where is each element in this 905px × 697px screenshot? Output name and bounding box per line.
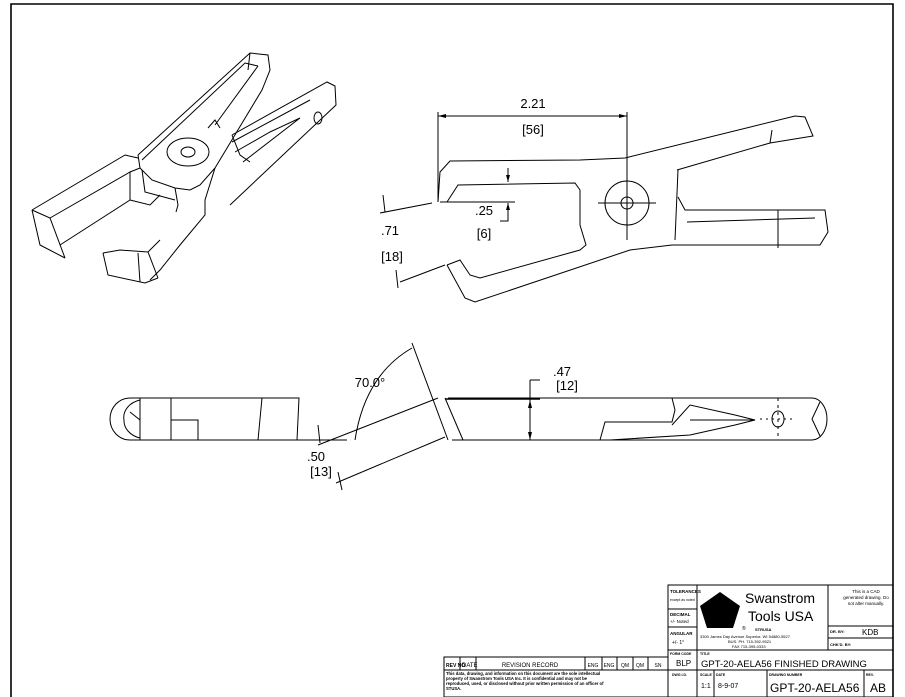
- decimal-value: +/- Noted: [670, 619, 689, 624]
- pivot-inner: [180, 146, 196, 158]
- drawing-number-label: DRAWING NUMBER: [769, 673, 803, 677]
- rev-header-date: DATE: [462, 663, 478, 669]
- decimal-label: DECIMAL: [670, 612, 691, 617]
- drawing-title: GPT-20-AELA56 FINISHED DRAWING: [701, 659, 867, 670]
- rev-label: REV.: [866, 673, 874, 677]
- tolerances-note: except as noted: [670, 598, 695, 602]
- rev-header-rev-no: REV NO: [446, 663, 465, 669]
- dim-opening-in: .71: [381, 223, 399, 238]
- rev-header-qm1: QM: [621, 663, 629, 669]
- company-name-line1: Swanstrom: [745, 590, 815, 606]
- tolerances-label: TOLERANCES: [670, 589, 701, 594]
- drawn-by: KDB: [862, 628, 878, 637]
- dim-length-in: 2.21: [520, 96, 545, 111]
- checked-by-label: CHK'D. BY:: [830, 642, 851, 647]
- dim-blade-mm: [13]: [310, 464, 332, 479]
- dwg-id-label: DWG I.D.: [672, 673, 687, 677]
- front-view: [109, 342, 828, 491]
- cad-note: This is a CAD generated drawing. Do not …: [843, 589, 889, 606]
- date-label: DATE: [716, 673, 726, 677]
- address: 3300 James Day Avenue Superior, WI 54880…: [700, 634, 791, 639]
- registered-mark: ®: [742, 625, 746, 632]
- scale-label: SCALE: [700, 673, 713, 677]
- fax: FAX 715-395-0333: [732, 644, 766, 649]
- dim-thickness-in: .47: [553, 364, 571, 379]
- drawn-by-label: DR. BY:: [830, 629, 845, 634]
- rev-header-qm2: QM: [636, 663, 644, 669]
- rev-header-record: REVISION RECORD: [502, 663, 559, 669]
- angular-label: ANGULAR: [670, 631, 693, 636]
- rev-value: AB: [870, 681, 886, 695]
- stamp-text: STRUSA: [755, 627, 772, 632]
- dim-gap-mm: [6]: [477, 226, 491, 241]
- rev-header-eng2: ENG: [604, 663, 615, 669]
- phone: BUS. PH. 715-392-9521: [728, 639, 772, 644]
- sheet-border: [10, 3, 894, 697]
- dim-opening-mm: [18]: [381, 249, 403, 264]
- dim-blade-in: .50: [307, 449, 325, 464]
- rev-header-eng1: ENG: [588, 663, 599, 669]
- angular-value: +/- 1°: [672, 640, 684, 646]
- dim-length-mm: [56]: [522, 122, 544, 137]
- side-view: [379, 112, 829, 303]
- pivot-outer: [166, 137, 210, 167]
- scale-value: 1:1: [701, 683, 711, 690]
- pentagon-logo: [700, 592, 740, 628]
- company-name-line2: Tools USA: [748, 608, 814, 624]
- rev-header-sn: SN: [655, 663, 662, 669]
- drawing-number: GPT-20-AELA56: [770, 681, 860, 695]
- date-value: 8-9-07: [718, 683, 738, 690]
- form-code-label: FORM CODE: [670, 652, 692, 656]
- confidentiality-notice: This data, drawing, and information on t…: [446, 671, 604, 691]
- title-block: [443, 584, 894, 697]
- dim-thickness-mm: [12]: [556, 378, 578, 393]
- isometric-view: [31, 52, 337, 284]
- dim-gap-in: .25: [475, 203, 493, 218]
- title-label: TITLE: [700, 652, 710, 656]
- form-code: BLP: [676, 659, 691, 668]
- dim-angle: 70.0°: [355, 375, 386, 390]
